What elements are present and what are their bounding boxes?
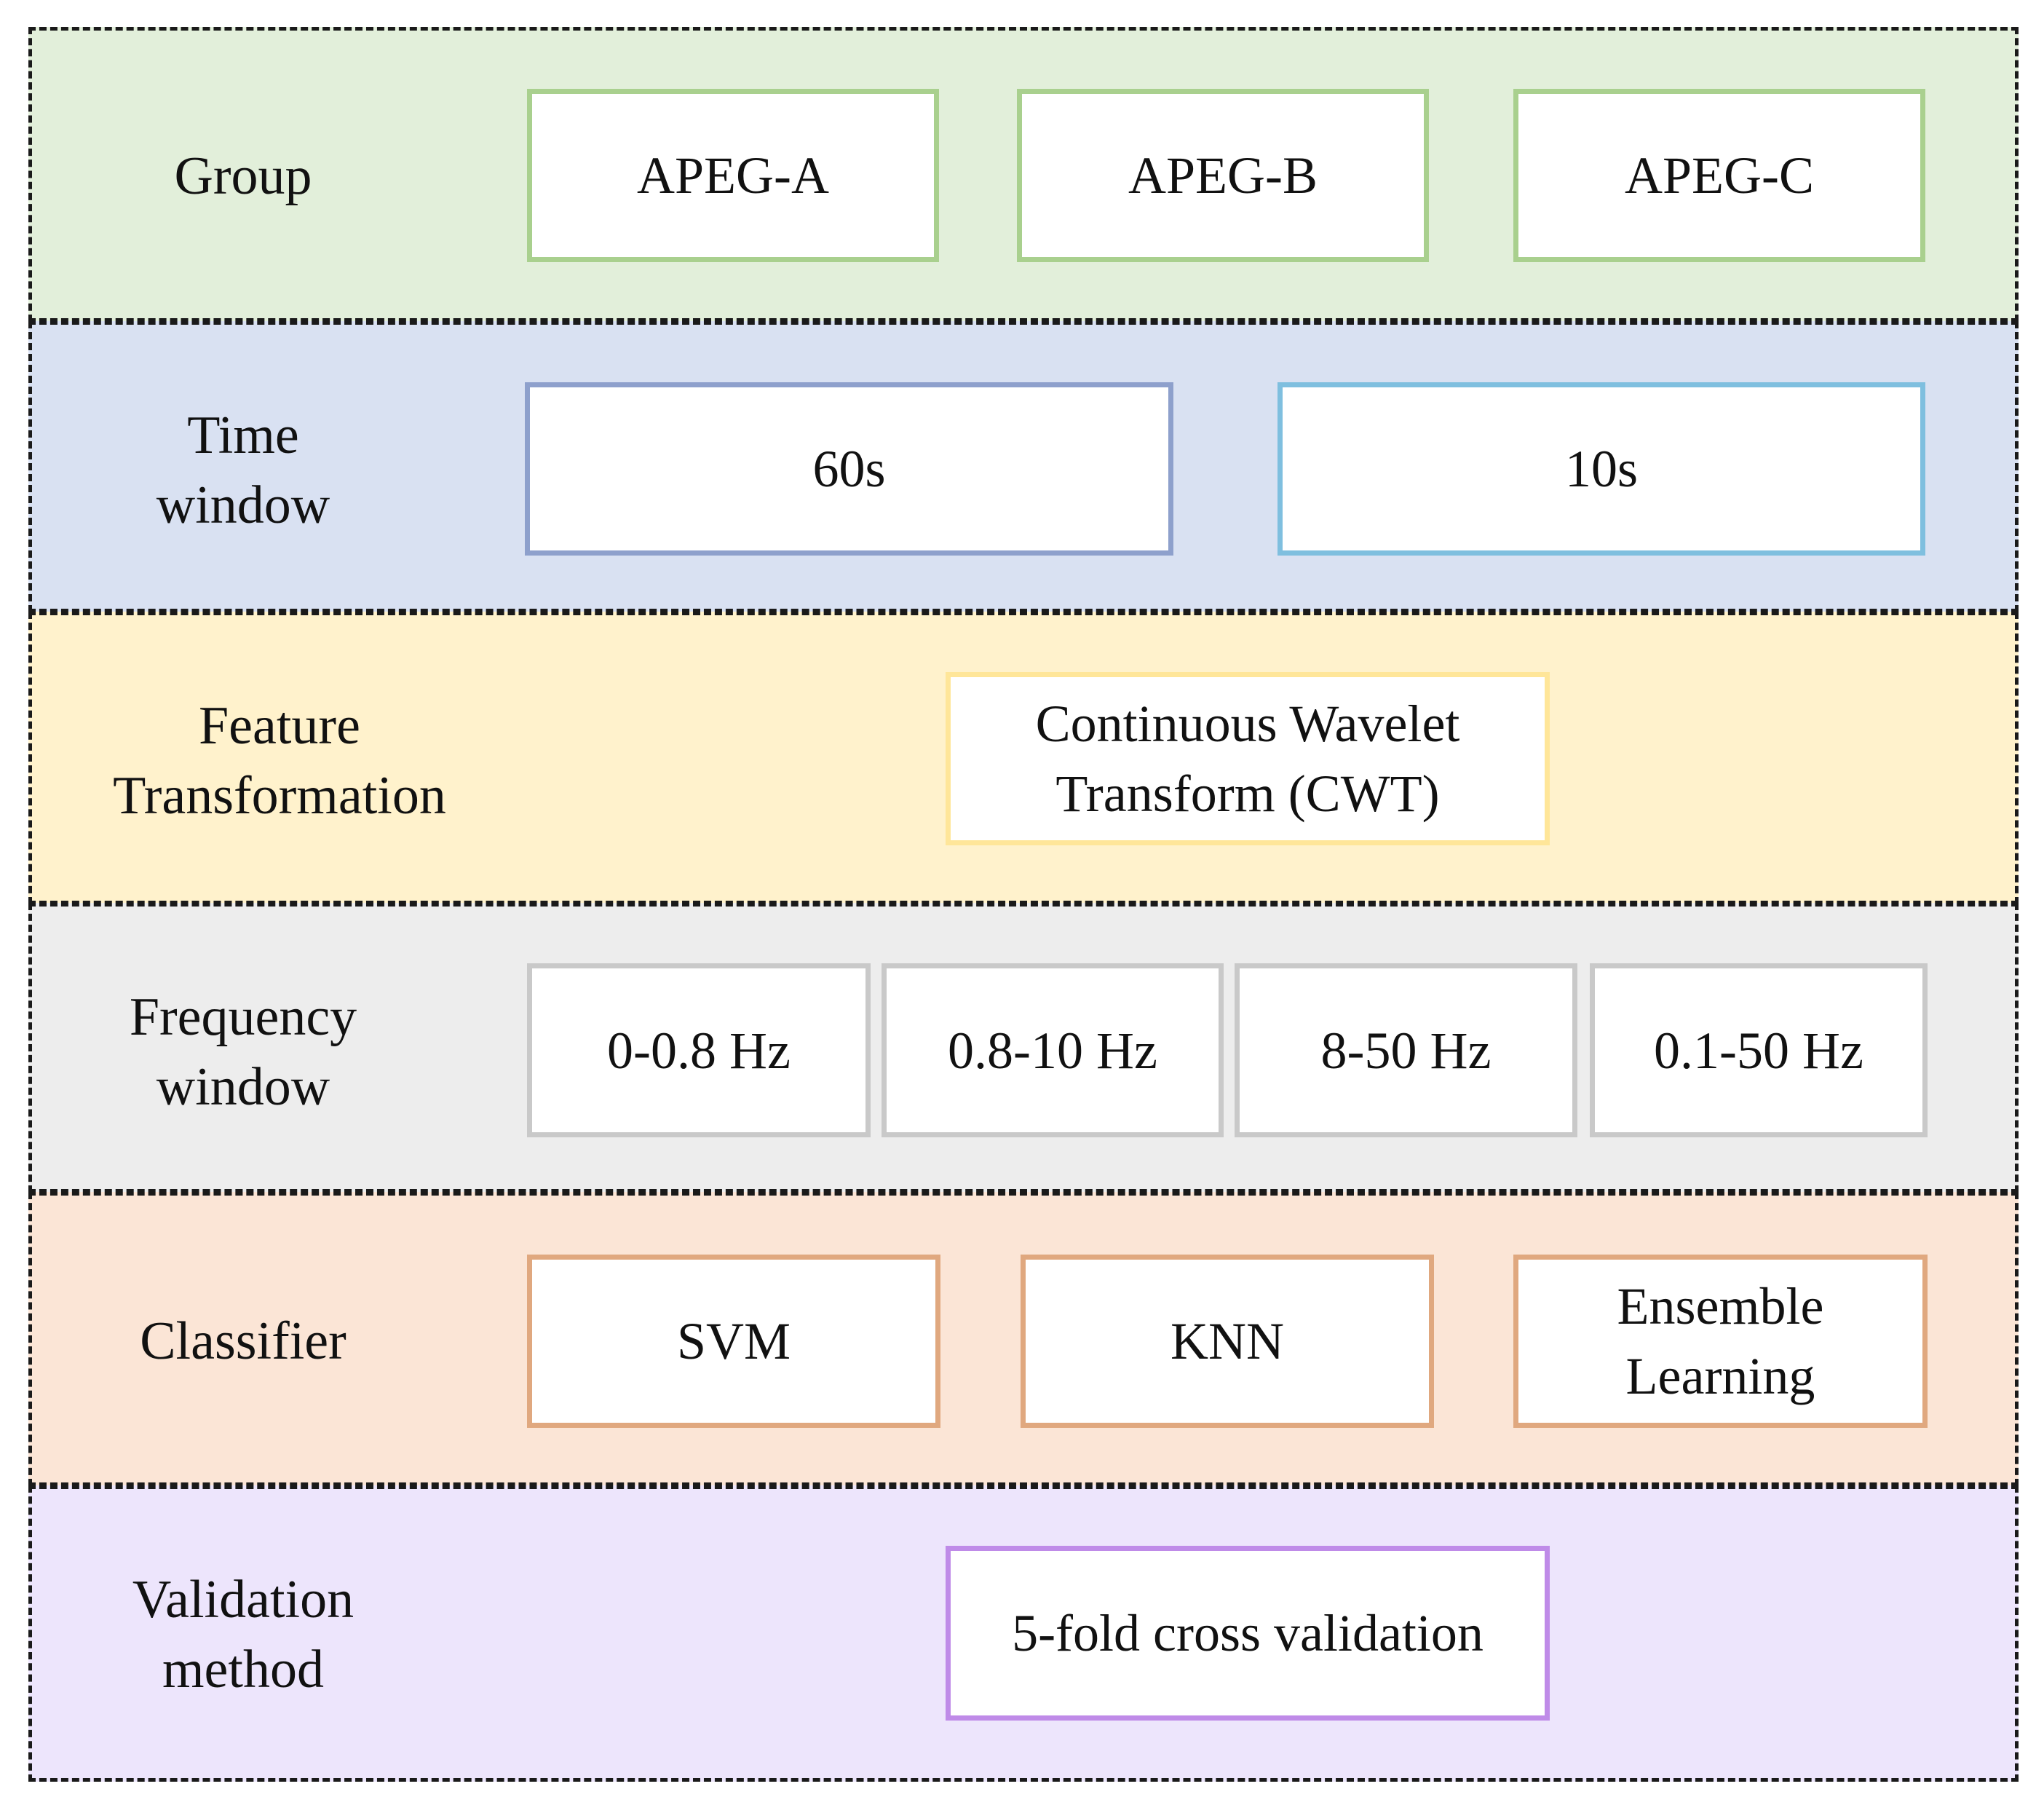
row-label-time-window: Time window <box>156 406 330 535</box>
cell-text: Ensemble Learning <box>1617 1277 1824 1405</box>
row-validation-method: Validation method 5-fold cross validatio… <box>28 1485 2019 1782</box>
group-item-apeg-b: APEG-B <box>1017 89 1429 262</box>
cell-text: 0-0.8 Hz <box>607 1021 791 1080</box>
classifier-item-knn: KNN <box>1021 1255 1434 1428</box>
frequency-window-item-0.1-50-hz: 0.1-50 Hz <box>1590 963 1928 1137</box>
cell-text: 5-fold cross validation <box>1012 1604 1484 1662</box>
cell-text: 8-50 Hz <box>1320 1021 1492 1080</box>
cell-text: 0.1-50 Hz <box>1654 1021 1863 1080</box>
classifier-item-svm: SVM <box>527 1255 940 1428</box>
row-time-window: Time window 60s 10s <box>28 321 2019 612</box>
cell-text: KNN <box>1170 1312 1284 1370</box>
row-classifier: Classifier SVM KNN Ensemble Learning <box>28 1192 2019 1486</box>
time-window-item-10s: 10s <box>1278 382 1925 556</box>
frequency-window-item-0-0.8-hz: 0-0.8 Hz <box>527 963 871 1137</box>
frequency-window-item-0.8-10-hz: 0.8-10 Hz <box>882 963 1224 1137</box>
row-label-feature-transformation: Feature Transformation <box>113 696 446 826</box>
time-window-item-60s: 60s <box>525 382 1173 556</box>
row-frequency-window: Frequency window 0-0.8 Hz 0.8-10 Hz 8-50… <box>28 903 2019 1193</box>
validation-method-item-5-fold: 5-fold cross validation <box>946 1546 1550 1721</box>
row-label-frequency-window: Frequency window <box>129 987 357 1117</box>
frequency-window-item-8-50-hz: 8-50 Hz <box>1235 963 1577 1137</box>
cell-text: Continuous Wavelet Transform (CWT) <box>1035 695 1460 823</box>
cell-text: SVM <box>676 1312 791 1370</box>
row-feature-transformation: Feature Transformation Continuous Wavele… <box>28 612 2019 904</box>
classifier-item-ensemble-learning: Ensemble Learning <box>1513 1255 1928 1428</box>
cell-text: APEG-B <box>1128 146 1318 205</box>
group-item-apeg-a: APEG-A <box>527 89 939 262</box>
row-label-classifier: Classifier <box>140 1311 346 1371</box>
cell-text: 60s <box>812 440 886 498</box>
cell-text: APEG-A <box>637 146 829 205</box>
cell-text: 0.8-10 Hz <box>948 1021 1157 1080</box>
feature-transformation-item-cwt: Continuous Wavelet Transform (CWT) <box>946 672 1550 845</box>
cell-text: APEG-C <box>1624 146 1814 205</box>
row-label-validation-method: Validation method <box>132 1570 354 1699</box>
row-label-group: Group <box>174 146 312 206</box>
group-item-apeg-c: APEG-C <box>1513 89 1925 262</box>
row-group: Group APEG-A APEG-B APEG-C <box>28 27 2019 322</box>
cell-text: 10s <box>1564 440 1639 498</box>
